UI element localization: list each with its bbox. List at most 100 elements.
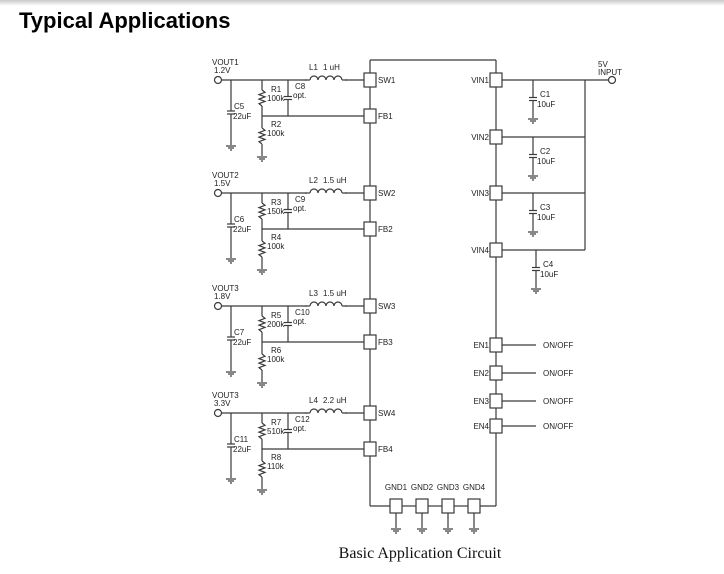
ground-icon <box>257 489 267 495</box>
capacitor-icon <box>529 137 537 175</box>
ff-cap-value: opt. <box>293 204 306 213</box>
capacitor-icon <box>284 306 292 342</box>
enable-onoff-label: ON/OFF <box>543 397 573 406</box>
pin-en-label: EN3 <box>473 397 489 406</box>
inductor-name: L2 <box>309 176 318 185</box>
output-voltage-label: 1.5V <box>214 179 231 188</box>
pin-sw-label: SW1 <box>378 76 396 85</box>
resistor-zigzag <box>257 422 267 440</box>
inductor-value: 1.5 uH <box>323 176 347 185</box>
output-name-label: VOUT3 <box>212 391 239 400</box>
inductor-name: L1 <box>309 63 318 72</box>
output-voltage-label: 1.2V <box>214 66 231 75</box>
r-top-value: 510k <box>267 427 285 436</box>
pin-en <box>489 365 503 381</box>
pin-gnd-label: GND3 <box>437 483 460 492</box>
r-top-name: R7 <box>271 418 282 427</box>
pin-vin-label: VIN3 <box>471 189 489 198</box>
ground-icon <box>528 118 538 124</box>
resistor-zigzag <box>257 353 267 371</box>
pin-gnd <box>441 498 455 514</box>
pin-fb-label: FB2 <box>378 225 393 234</box>
ff-cap-value: opt. <box>293 424 306 433</box>
r-bot-name: R6 <box>271 346 282 355</box>
inductor-coil <box>309 75 343 81</box>
ground-icon <box>531 288 541 294</box>
gnd-channel-4: GND4 <box>463 483 486 534</box>
output-name-label: VOUT1 <box>212 58 239 67</box>
r-top-value: 100k <box>267 94 285 103</box>
resistor-zigzag <box>257 127 267 145</box>
vin-cap-value: 10uF <box>537 157 555 166</box>
capacitor-icon <box>284 413 292 449</box>
pin-fb-label: FB4 <box>378 445 393 454</box>
r-top-name: R5 <box>271 311 282 320</box>
output-cap-name: C11 <box>234 435 249 444</box>
capacitor-icon <box>529 193 537 231</box>
pin-vin <box>489 242 503 258</box>
ff-cap-name: C10 <box>295 308 310 317</box>
capacitor-icon <box>529 80 537 118</box>
ground-icon <box>226 478 236 484</box>
output-cap-name: C7 <box>234 328 245 337</box>
pin-gnd-label: GND1 <box>385 483 408 492</box>
pin-vin <box>489 129 503 145</box>
vin-cap-value: 10uF <box>537 100 555 109</box>
ground-icon <box>257 382 267 388</box>
r-top-value: 150k <box>267 207 285 216</box>
pin-fb <box>363 108 377 124</box>
pin-sw <box>363 72 377 88</box>
ground-icon <box>391 528 401 534</box>
r-bot-value: 100k <box>267 129 285 138</box>
r-bot-value: 100k <box>267 242 285 251</box>
pin-fb-label: FB3 <box>378 338 393 347</box>
pin-sw-label: SW4 <box>378 409 396 418</box>
ground-icon <box>528 231 538 237</box>
ff-cap-name: C9 <box>295 195 306 204</box>
pin-en <box>489 337 503 353</box>
inductor-value: 2.2 uH <box>323 396 347 405</box>
vin-cap-value: 10uF <box>537 213 555 222</box>
pin-vin-label: VIN2 <box>471 133 489 142</box>
output-cap-value: 22uF <box>233 445 251 454</box>
vin-cap-value: 10uF <box>540 270 558 279</box>
ff-cap-name: C12 <box>295 415 310 424</box>
pin-vin <box>489 72 503 88</box>
output-cap-name: C6 <box>234 215 245 224</box>
pin-sw-label: SW3 <box>378 302 396 311</box>
ff-cap-value: opt. <box>293 91 306 100</box>
capacitor-icon <box>227 80 235 145</box>
pin-fb <box>363 221 377 237</box>
section-title: Typical Applications <box>19 8 231 33</box>
output-cap-name: C5 <box>234 102 245 111</box>
gnd-channel-3: GND3 <box>437 483 468 534</box>
ground-icon <box>226 371 236 377</box>
inductor-icon <box>305 408 347 414</box>
top-edge-shadow <box>0 0 724 6</box>
resistor-zigzag <box>257 89 267 107</box>
output-name-label: VOUT3 <box>212 284 239 293</box>
pin-fb-label: FB1 <box>378 112 393 121</box>
inductor-name: L4 <box>309 396 318 405</box>
ground-icon <box>469 528 479 534</box>
input-label-input: INPUT <box>598 68 622 77</box>
output-cap-value: 22uF <box>233 112 251 121</box>
enable-channel-3: EN3 ON/OFF <box>473 393 573 409</box>
input-label-5v: 5V <box>598 60 608 69</box>
enable-onoff-label: ON/OFF <box>543 341 573 350</box>
resistor-icon <box>257 229 267 269</box>
resistor-icon <box>257 80 267 116</box>
r-bot-name: R2 <box>271 120 282 129</box>
ground-icon <box>226 258 236 264</box>
resistor-icon <box>257 449 267 489</box>
ff-cap-value: opt. <box>293 317 306 326</box>
inductor-icon <box>305 188 347 194</box>
